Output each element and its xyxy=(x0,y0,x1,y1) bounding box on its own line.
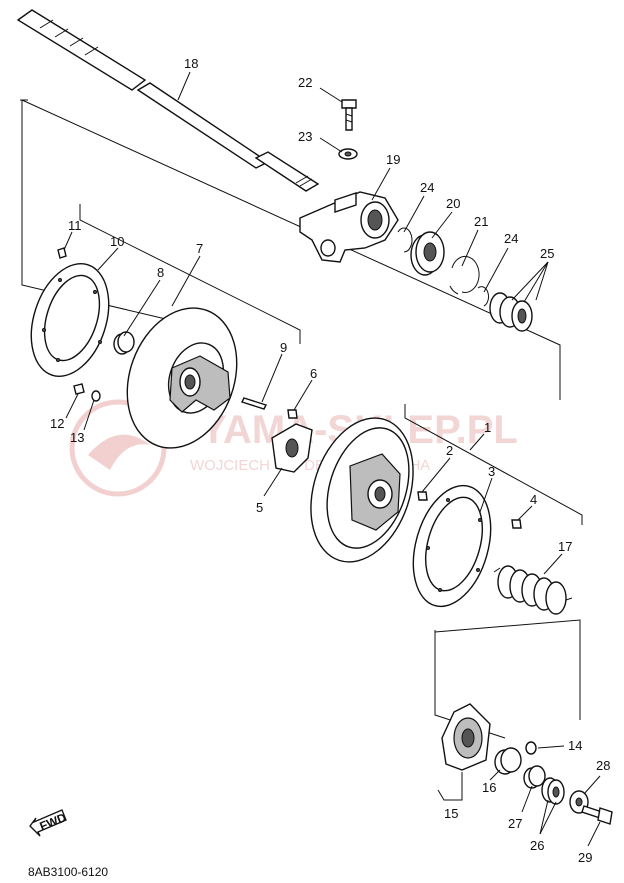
part-26-washers xyxy=(541,777,565,805)
callout-3: 3 xyxy=(488,464,495,479)
callout-16: 16 xyxy=(482,780,496,795)
fwd-label: FWD xyxy=(38,810,69,833)
part-17-spring xyxy=(493,565,573,615)
callout-7: 7 xyxy=(196,241,203,256)
callout-22: 22 xyxy=(298,75,312,90)
part-6-bolt xyxy=(287,409,298,419)
part-16-bushing xyxy=(494,747,522,775)
part-10-disc xyxy=(30,263,110,377)
callout-27: 27 xyxy=(508,816,522,831)
callout-6: 6 xyxy=(310,366,317,381)
callout-8: 8 xyxy=(157,265,164,280)
part-22-bolt xyxy=(341,99,357,131)
part-21-snap-ring xyxy=(449,255,480,295)
watermark-logo-mark xyxy=(88,434,150,470)
callout-20: 20 xyxy=(446,196,460,211)
callout-14: 14 xyxy=(568,738,582,753)
callout-13: 13 xyxy=(70,430,84,445)
callout-2: 2 xyxy=(446,443,453,458)
part-29-bolt xyxy=(581,805,613,825)
callout-28: 28 xyxy=(596,758,610,773)
part-3-disc xyxy=(412,484,492,608)
part-23-washer xyxy=(338,148,358,160)
part-1-sheave xyxy=(310,417,414,563)
callout-1: 1 xyxy=(484,420,491,435)
part-24-circlip-lower xyxy=(477,286,489,307)
fwd-arrow-icon: FWD xyxy=(29,809,69,837)
part-13-washer xyxy=(91,390,101,402)
part-15-cam xyxy=(441,703,491,771)
part-12-bolt xyxy=(73,383,85,395)
assembly-outline xyxy=(20,99,583,739)
callout-25: 25 xyxy=(540,246,554,261)
part-9-pin xyxy=(241,397,267,410)
callout-19: 19 xyxy=(386,152,400,167)
figure-code: 8AB3100-6120 xyxy=(28,865,108,879)
callout-5: 5 xyxy=(256,500,263,515)
callout-21: 21 xyxy=(474,214,488,229)
part-4-bolt xyxy=(511,519,522,529)
callout-4: 4 xyxy=(530,492,537,507)
callout-9: 9 xyxy=(280,340,287,355)
part-27-bushing xyxy=(523,765,546,789)
callout-17: 17 xyxy=(558,539,572,554)
callout-29: 29 xyxy=(578,850,592,865)
part-18-shaft xyxy=(16,9,320,192)
callout-18: 18 xyxy=(184,56,198,71)
part-24-circlip-upper xyxy=(397,227,413,253)
part-14-nut xyxy=(525,741,537,755)
leader-lines xyxy=(63,71,601,847)
part-19-bracket xyxy=(299,191,399,263)
part-7-sheave xyxy=(126,307,238,449)
part-20-bearing xyxy=(410,231,445,276)
callout-10: 10 xyxy=(110,234,124,249)
callout-24-upper: 24 xyxy=(420,180,434,195)
callout-12: 12 xyxy=(50,416,64,431)
callout-26: 26 xyxy=(530,838,544,853)
callout-23: 23 xyxy=(298,129,312,144)
part-8-bushing xyxy=(113,331,135,355)
callout-15: 15 xyxy=(444,806,458,821)
part-25-bushings xyxy=(489,292,533,332)
part-5-plate xyxy=(271,423,313,473)
part-2-bolt xyxy=(417,491,428,501)
callout-24-lower: 24 xyxy=(504,231,518,246)
callout-labels: 1 2 3 4 5 6 7 8 9 10 11 12 13 14 15 16 1… xyxy=(50,56,610,865)
callout-11: 11 xyxy=(68,218,82,233)
part-11-bolt xyxy=(57,247,67,259)
